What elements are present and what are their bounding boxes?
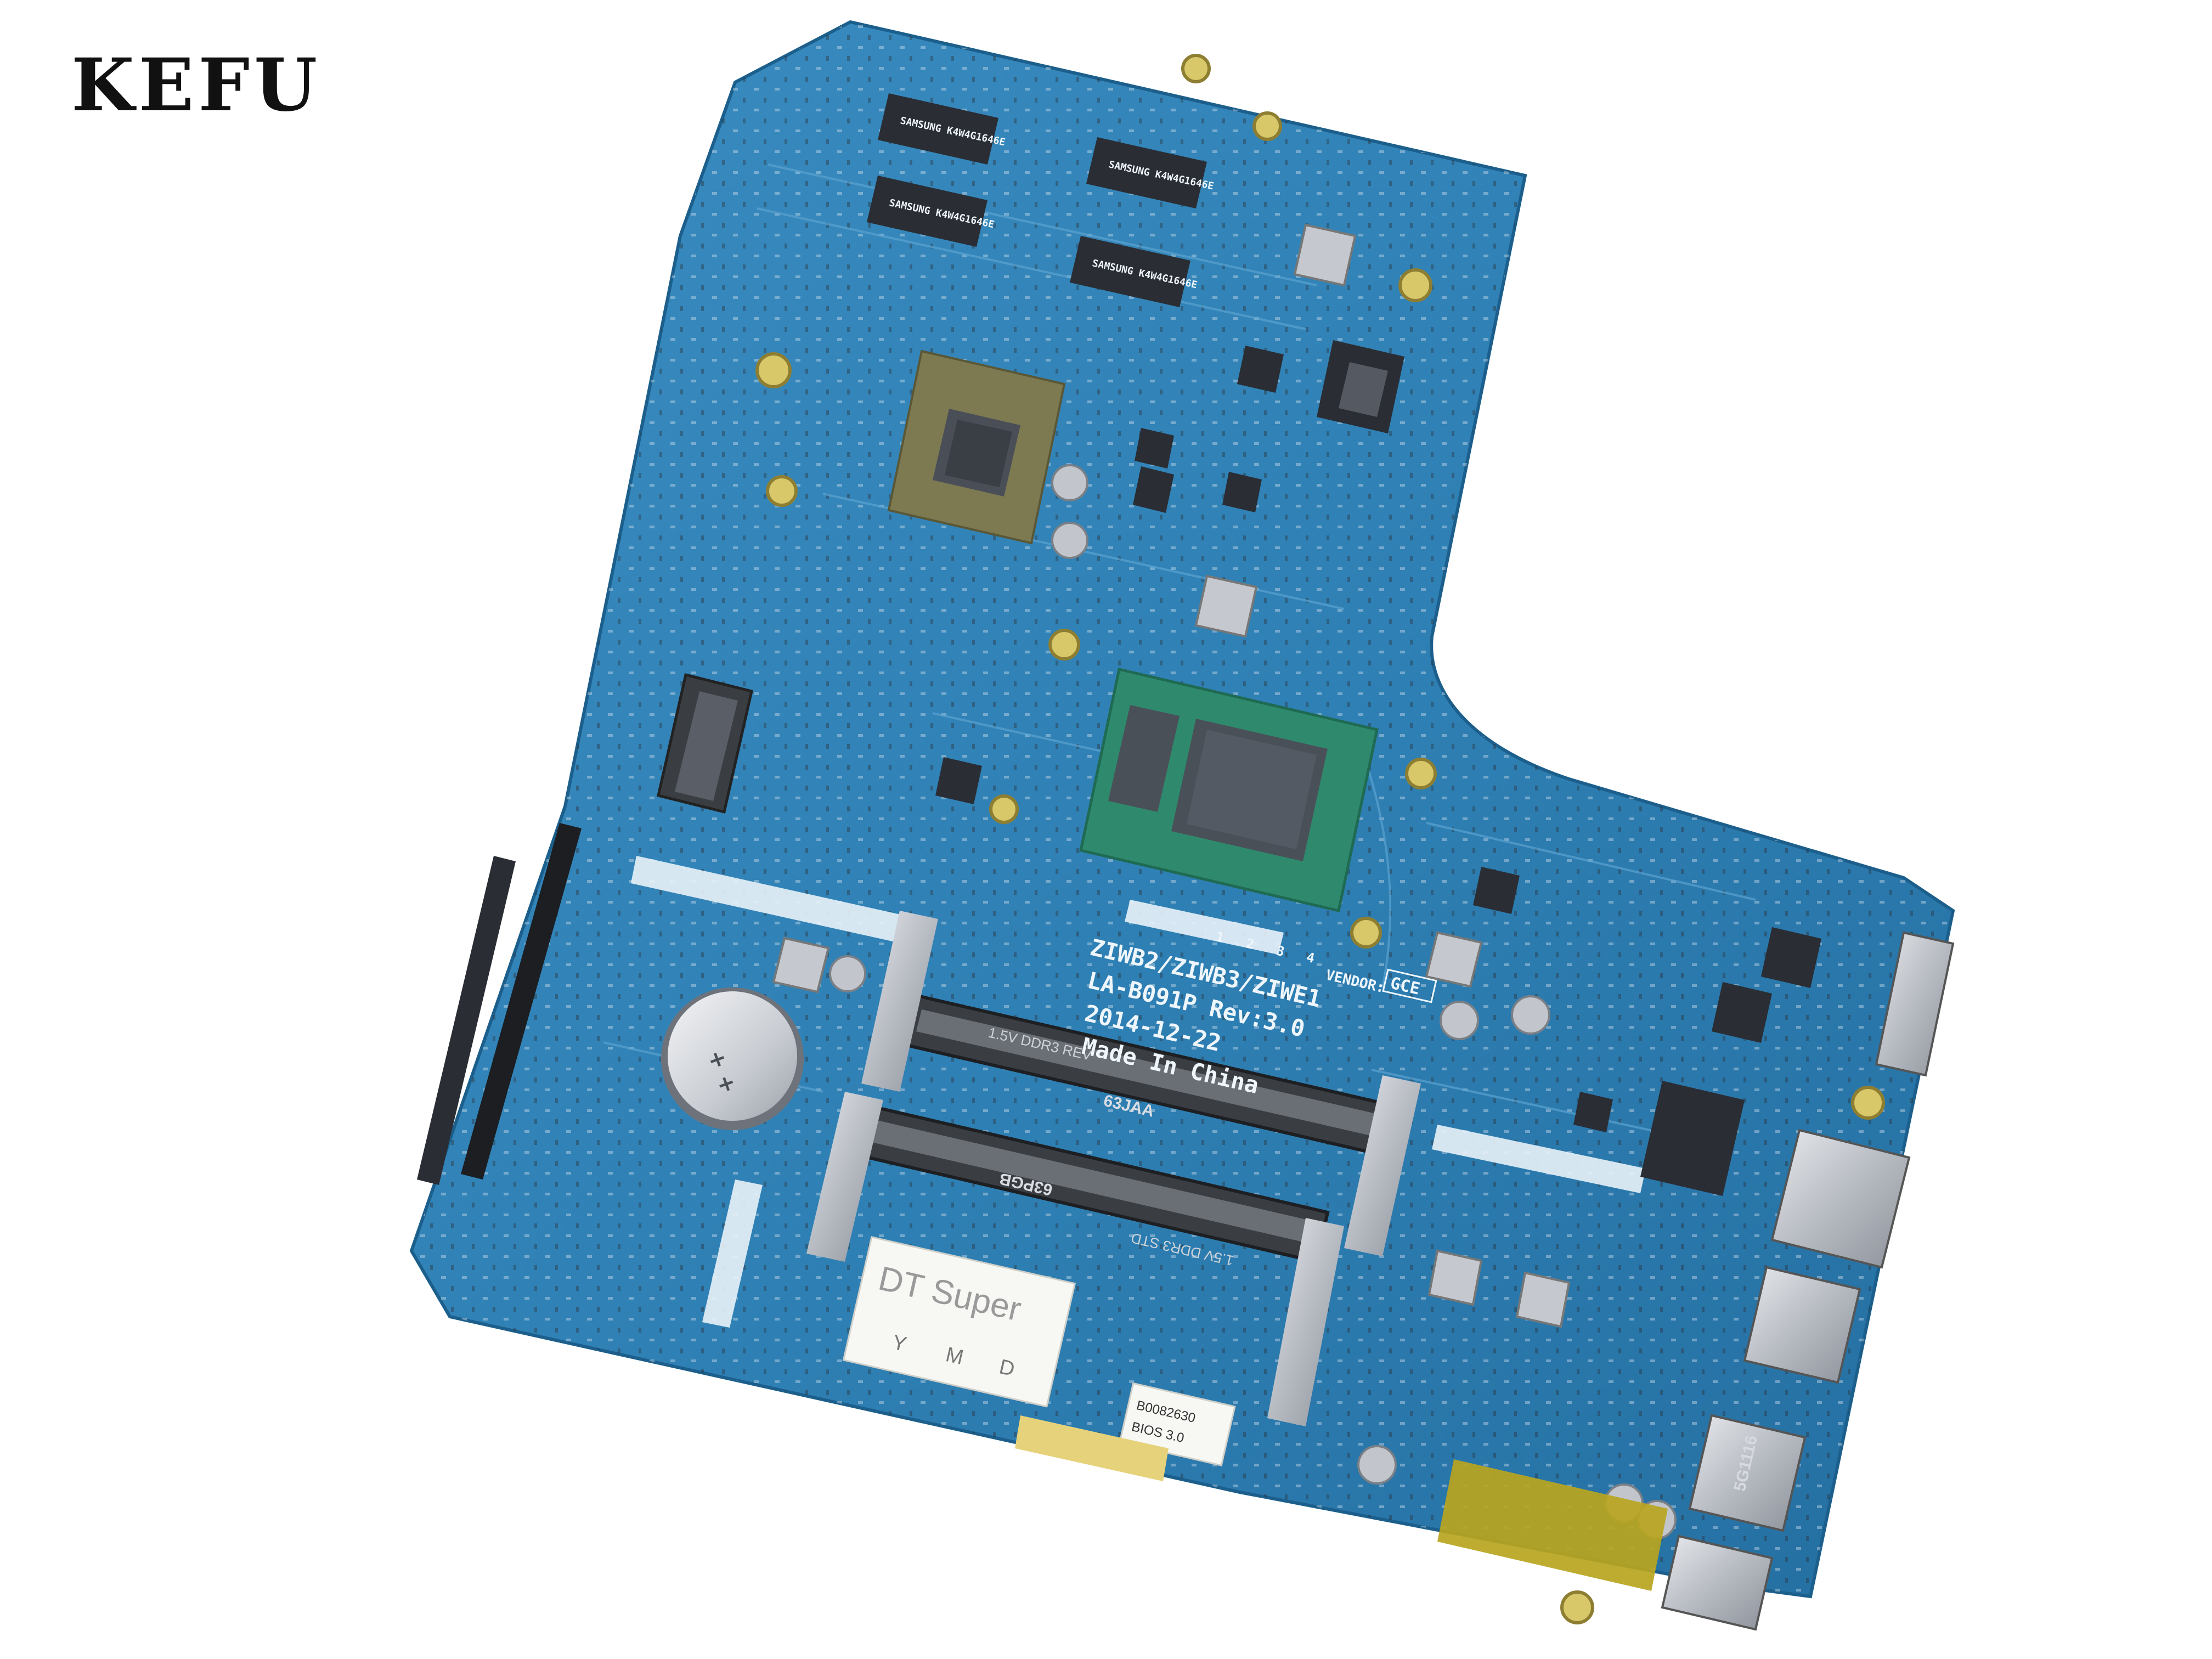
lan-transformer: [1640, 1081, 1745, 1196]
usb-port-2: [1688, 1414, 1807, 1532]
power-components: [772, 223, 1571, 1328]
quality-sticker: DT Super Y M D: [842, 1236, 1076, 1408]
slot-mark-3: 3: [1275, 943, 1286, 960]
gold-pads: [1015, 1415, 1668, 1591]
ram-slot-lower: 63PGB 1.5V DDR3 STD: [806, 1092, 1344, 1426]
slot-mark-2: 2: [1245, 936, 1256, 953]
vram-chips: SAMSUNG K4W4G1646E SAMSUNG K4W4G1646E SA…: [867, 93, 1215, 307]
silkscreen-outline: [631, 856, 1646, 1328]
ram-slot-upper: 1.5V DDR3 REV 63JAA: [861, 911, 1421, 1256]
cpu-chip: [1079, 667, 1379, 913]
ethernet-port: [1770, 1128, 1911, 1269]
wifi-slot: [657, 673, 753, 814]
io-ports: 5G1116: [1640, 931, 1955, 1631]
small-ics: [935, 346, 1821, 1132]
slot-mark-4: 4: [1305, 950, 1316, 967]
usb-port-1: [1743, 1266, 1861, 1384]
cmos-battery: + +: [661, 988, 804, 1130]
edge-connector-left: [417, 823, 582, 1185]
power-jack: [1317, 340, 1404, 433]
mounting-holes: [755, 54, 1885, 1624]
usb-port-3: [1661, 1534, 1774, 1631]
slot-mark-1: 1: [1215, 929, 1226, 946]
brand-logo: KEFU: [71, 43, 322, 128]
gpu-chip: [887, 349, 1066, 545]
vga-port: [1875, 931, 1955, 1077]
